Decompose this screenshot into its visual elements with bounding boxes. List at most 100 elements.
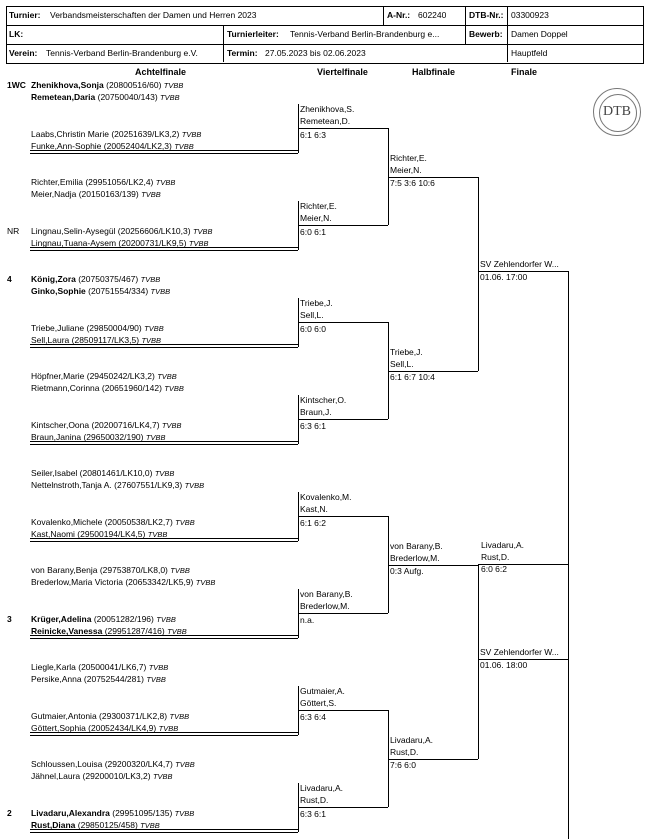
player-id-lk: (20052434/LK4,9) [85, 722, 157, 733]
qf-team-line1: Triebe,J. [300, 298, 333, 309]
player-club: TVBB [141, 190, 161, 199]
qf-team-line1: Gutmaier,A. [300, 686, 345, 697]
player-id-lk: (27607551/LK9,3) [111, 480, 183, 490]
player-id-lk: (20051282/196) [91, 613, 154, 624]
player-id-lk: (20251639/LK3,2) [108, 128, 180, 139]
player-name: Braun,Janina [31, 431, 82, 442]
player-name: von Barany,Benja [31, 565, 98, 575]
player-club: TVBB [144, 323, 164, 333]
player-id-lk: (29200010/LK3,2) [80, 771, 151, 781]
player-entry: Zhenikhova,Sonja (20800516/60) TVBB [31, 80, 183, 90]
player-club: TVBB [152, 772, 173, 781]
player-club: TVBB [140, 820, 160, 830]
player-name: Reinicke,Vanessa [31, 625, 103, 636]
sf-team-line1: Richter,E. [390, 152, 427, 163]
player-id-lk: (20801461/LK10,0) [77, 468, 153, 478]
winner-team-line2: Rust,D. [481, 551, 510, 562]
anr-label: A-Nr.: [387, 10, 411, 20]
qf-score: 6:3 6:1 [300, 809, 326, 820]
r16-connector [30, 152, 298, 154]
player-name: Laabs,Christin Marie [31, 128, 109, 139]
sf-connector [388, 758, 478, 760]
player-club: TVBB [174, 141, 194, 151]
player-id-lk: (20800516/60) [103, 80, 162, 90]
player-name: Göttert,Sophia [31, 722, 86, 733]
player-name: Lingnau,Tuana-Aysem [31, 237, 117, 248]
player-name: Höpfner,Marie [31, 371, 85, 381]
sf-score: 7:5 3:6 10:6 [390, 177, 435, 188]
sf-team-line2: Meier,N. [390, 164, 422, 175]
r16-connector [30, 247, 298, 248]
header-divider [507, 7, 508, 62]
player-club: TVBB [156, 614, 176, 624]
final-time: 01.06. 18:00 [480, 659, 528, 670]
sf-team-line1: von Barany,B. [390, 540, 443, 551]
termin-label: Termin: [227, 48, 258, 58]
final-venue: SV Zehlendorfer W... [480, 646, 559, 657]
player-id-lk: (29951056/LK2,4) [82, 177, 154, 187]
r16-connector [30, 344, 298, 345]
player-id-lk: (20150163/139) [76, 189, 139, 199]
dtbnr-label: DTB-Nr.: [469, 10, 504, 20]
player-entry: Reinicke,Vanessa (29951287/416) TVBB [31, 626, 187, 636]
player-id-lk: (20200716/LK4,7) [89, 419, 160, 430]
player-id-lk: (20750040/143) [95, 92, 158, 102]
player-id-lk: (20751554/334) [85, 286, 149, 296]
player-name: Sell,Laura [31, 334, 70, 345]
winner-connector [478, 563, 569, 565]
player-id-lk: (20500041/LK6,7) [75, 662, 147, 672]
r16-connector [30, 249, 298, 251]
seed-label: NR [7, 225, 20, 236]
player-entry: Brederlow,Maria Victoria (20653342/LK5,9… [31, 577, 215, 587]
player-name: Ginko,Sophie [31, 286, 86, 296]
turnier-label: Turnier: [9, 10, 41, 20]
r16-connector [30, 443, 298, 445]
header-row-3: Verein: Tennis-Verband Berlin-Brandenbur… [7, 44, 643, 63]
player-entry: Remetean,Daria (20750040/143) TVBB [31, 92, 180, 102]
header-divider [223, 25, 224, 62]
column-header-halbfinale: Halbfinale [412, 67, 456, 77]
player-name: Kovalenko,Michele [31, 516, 103, 527]
player-id-lk: (20052404/LK2,3) [101, 140, 172, 151]
final-bracket-line [478, 564, 479, 759]
player-name: Krüger,Adelina [31, 613, 92, 624]
player-id-lk: (20200731/LK9,5) [116, 237, 187, 248]
final-time: 01.06. 17:00 [480, 271, 528, 282]
sf-connector [388, 370, 478, 372]
dtb-logo-icon: DTB [593, 88, 641, 136]
sf-team-line2: Rust,D. [390, 746, 419, 757]
player-club: TVBB [161, 420, 182, 430]
player-entry: Kintscher,Oona (20200716/LK4,7) TVBB [31, 420, 182, 430]
player-club: TVBB [155, 178, 176, 187]
final-connector [478, 658, 568, 660]
player-name: Kintscher,Oona [31, 419, 90, 430]
player-id-lk: (20750375/467) [75, 274, 139, 284]
player-club: TVBB [174, 808, 195, 818]
player-name: Meier,Nadja [31, 189, 77, 199]
player-id-lk: (28509117/LK3,5) [69, 334, 140, 345]
player-club: TVBB [163, 81, 184, 90]
anr-value: 602240 [418, 10, 447, 20]
player-club: TVBB [147, 529, 168, 539]
player-name: Jähnel,Laura [31, 771, 81, 781]
player-id-lk: (29753870/LK8,0) [97, 565, 168, 575]
turnierleiter-value: Tennis-Verband Berlin-Brandenburg e... [290, 29, 440, 39]
winner-score: 6:0 6:2 [481, 563, 507, 574]
player-name: Kast,Naomi [31, 528, 75, 539]
player-name: Lingnau,Selin-Aysegül [31, 225, 116, 236]
qf-score: 6:1 6:3 [300, 130, 326, 141]
final-bracket-line [478, 176, 479, 371]
final-connector [478, 270, 568, 272]
player-id-lk: (29850125/458) [75, 819, 138, 830]
player-id-lk: (20651960/142) [99, 383, 162, 393]
lk-label: LK: [9, 29, 24, 39]
seed-label: 1WC [7, 80, 26, 90]
bewerb-label: Bewerb: [469, 29, 503, 39]
player-club: TVBB [160, 93, 180, 102]
qf-score: 6:0 6:0 [300, 324, 326, 335]
player-entry: Schloussen,Louisa (29200320/LK4,7) TVBB [31, 759, 195, 769]
r16-connector [30, 732, 298, 733]
qf-team-line1: von Barany,B. [300, 589, 353, 600]
column-header-achtelfinale: Achtelfinale [135, 67, 187, 77]
player-club: TVBB [195, 578, 216, 587]
